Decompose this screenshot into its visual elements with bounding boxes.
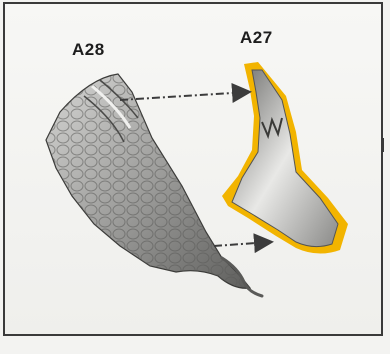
frame-tick — [382, 138, 390, 152]
arrow-lower — [214, 242, 270, 246]
arrow-upper — [120, 92, 248, 100]
part-a28 — [46, 74, 262, 296]
part-label-a27: A27 — [240, 28, 273, 48]
part-a27 — [222, 62, 348, 254]
part-label-a28: A28 — [72, 40, 105, 60]
